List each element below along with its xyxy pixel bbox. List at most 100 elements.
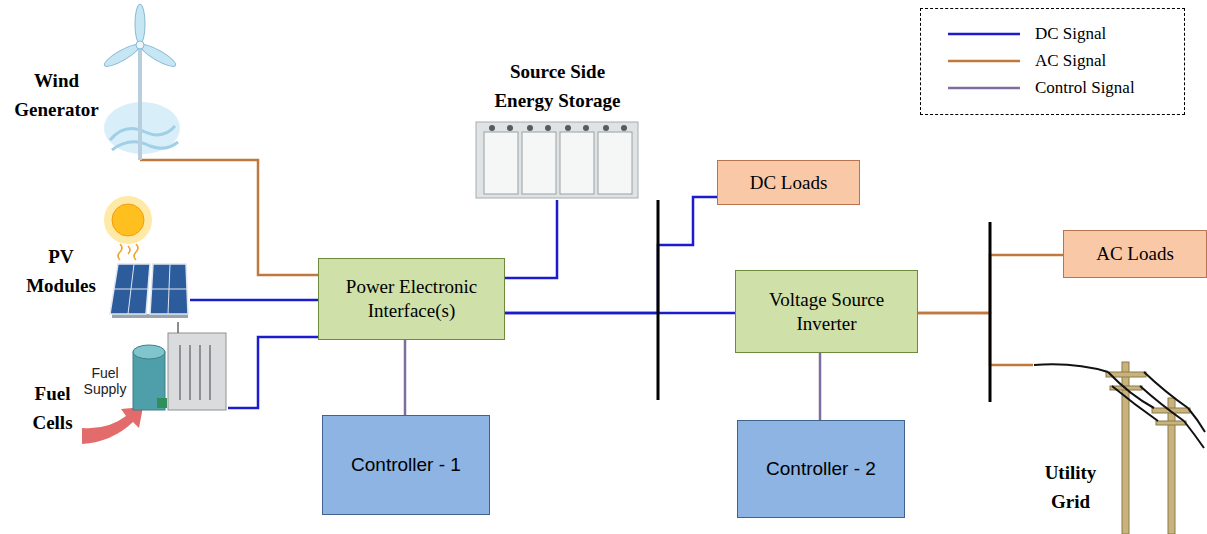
battery-bank	[545, 125, 551, 131]
solar-panels	[128, 264, 134, 314]
legend-text: AC Signal	[1035, 51, 1106, 71]
dc-bus	[657, 200, 660, 400]
battery-bank	[527, 125, 533, 131]
battery-bank	[476, 122, 638, 198]
component-label: Wind Generator	[8, 67, 105, 124]
sun	[104, 196, 152, 244]
dc-wire	[505, 312, 735, 315]
legend-entry: AC Signal	[921, 47, 1184, 74]
fuel-cell-stack	[179, 345, 181, 400]
legend-line-sample	[948, 86, 1020, 89]
battery-bank	[565, 125, 571, 131]
energy-storage: Source Side Energy Storage	[470, 58, 645, 200]
controller-box: Controller - 1	[322, 415, 490, 515]
inverter-box: Voltage Source Inverter	[735, 270, 918, 353]
box-label: Voltage Source Inverter	[744, 288, 909, 336]
sun	[128, 246, 130, 254]
power-lines	[1034, 364, 1108, 372]
legend-line-sample	[948, 59, 1020, 62]
fuel-tank	[133, 345, 165, 359]
utility-poles	[1156, 421, 1186, 425]
wind-turbine	[110, 126, 175, 140]
load-box: DC Loads	[717, 160, 860, 205]
box-label: Controller - 1	[351, 453, 461, 477]
legend-text: Control Signal	[1035, 78, 1135, 98]
utility-grid: Utility Grid	[1033, 355, 1203, 532]
box-label: DC Loads	[750, 171, 828, 195]
dc-wire	[505, 197, 717, 313]
solar-panels	[168, 264, 170, 314]
fuel-cell-stack	[177, 322, 179, 333]
battery-bank	[583, 125, 589, 131]
battery-bank	[507, 125, 513, 131]
battery-bank	[621, 125, 627, 131]
box-label: Controller - 2	[766, 457, 876, 481]
legend-line-sample	[948, 83, 1020, 93]
wind-turbine	[138, 45, 142, 160]
fuel-cell-stack	[168, 333, 226, 410]
sun	[134, 244, 138, 260]
legend-box: DC Signal AC SignalControl Signal	[920, 8, 1185, 115]
sun	[112, 204, 144, 236]
battery-bank	[489, 125, 495, 131]
battery-bank	[560, 132, 594, 194]
ac-bus	[989, 222, 992, 402]
fuel-cell-stack	[209, 345, 211, 400]
fuel-tank	[133, 345, 167, 410]
component-label: Source Side Energy Storage	[485, 58, 630, 115]
box-label: AC Loads	[1096, 242, 1174, 266]
fuel-supply-arrow	[82, 407, 143, 444]
fuel-tank	[157, 398, 167, 408]
component-label: PV Modules	[20, 243, 102, 300]
wind-turbine	[112, 142, 178, 150]
legend-line-sample	[948, 29, 1020, 39]
box-label: Power Electronic Interface(s)	[327, 275, 496, 323]
pv-modules: PV Modules	[20, 195, 190, 320]
power-lines	[1112, 386, 1158, 421]
power-lines	[1034, 364, 1205, 448]
legend-text: DC Signal	[1035, 24, 1106, 44]
legend-line-sample	[948, 56, 1020, 66]
utility-poles	[1168, 398, 1175, 534]
sun	[104, 196, 152, 260]
fuel-cell-stack	[199, 345, 201, 400]
legend-line-sample	[948, 32, 1020, 35]
legend-entry: DC Signal	[921, 20, 1184, 47]
wind-turbine	[135, 4, 145, 44]
converter-box: Power Electronic Interface(s)	[318, 258, 505, 340]
power-lines	[1140, 386, 1184, 421]
component-label: Fuel Cells	[25, 380, 80, 437]
battery-bank	[476, 122, 638, 198]
sun	[118, 244, 122, 260]
fuel-cell-stack	[168, 322, 226, 410]
controller-box: Controller - 2	[737, 420, 905, 518]
load-box: AC Loads	[1063, 230, 1207, 278]
ac-wire	[140, 160, 318, 275]
dc-wire	[190, 299, 318, 302]
power-lines	[1108, 372, 1154, 408]
wind-generator: Wind Generator	[8, 5, 168, 160]
wind-turbine	[136, 41, 144, 49]
dc-wire	[505, 200, 557, 278]
battery-bank	[598, 132, 632, 194]
ac-wire	[918, 313, 1033, 365]
power-lines	[1144, 372, 1188, 408]
solar-panels	[110, 264, 188, 318]
legend-entry: Control Signal	[921, 74, 1184, 101]
solar-panels	[110, 264, 150, 314]
component-label: Utility Grid	[1033, 459, 1108, 516]
control-wire	[819, 353, 822, 420]
power-lines	[1184, 421, 1204, 448]
battery-bank	[603, 125, 609, 131]
control-wire	[404, 340, 407, 415]
utility-poles	[1106, 362, 1190, 534]
wind-turbine	[102, 4, 180, 160]
illustration-caption: Fuel Supply	[80, 365, 130, 397]
label-anchor: Fuel Supply	[80, 365, 130, 397]
fuel-cell-stack	[189, 345, 191, 400]
fuel-supply-arrow	[82, 407, 143, 444]
solar-panels	[150, 264, 188, 314]
dc-wire	[228, 337, 318, 408]
battery-bank	[484, 132, 518, 194]
